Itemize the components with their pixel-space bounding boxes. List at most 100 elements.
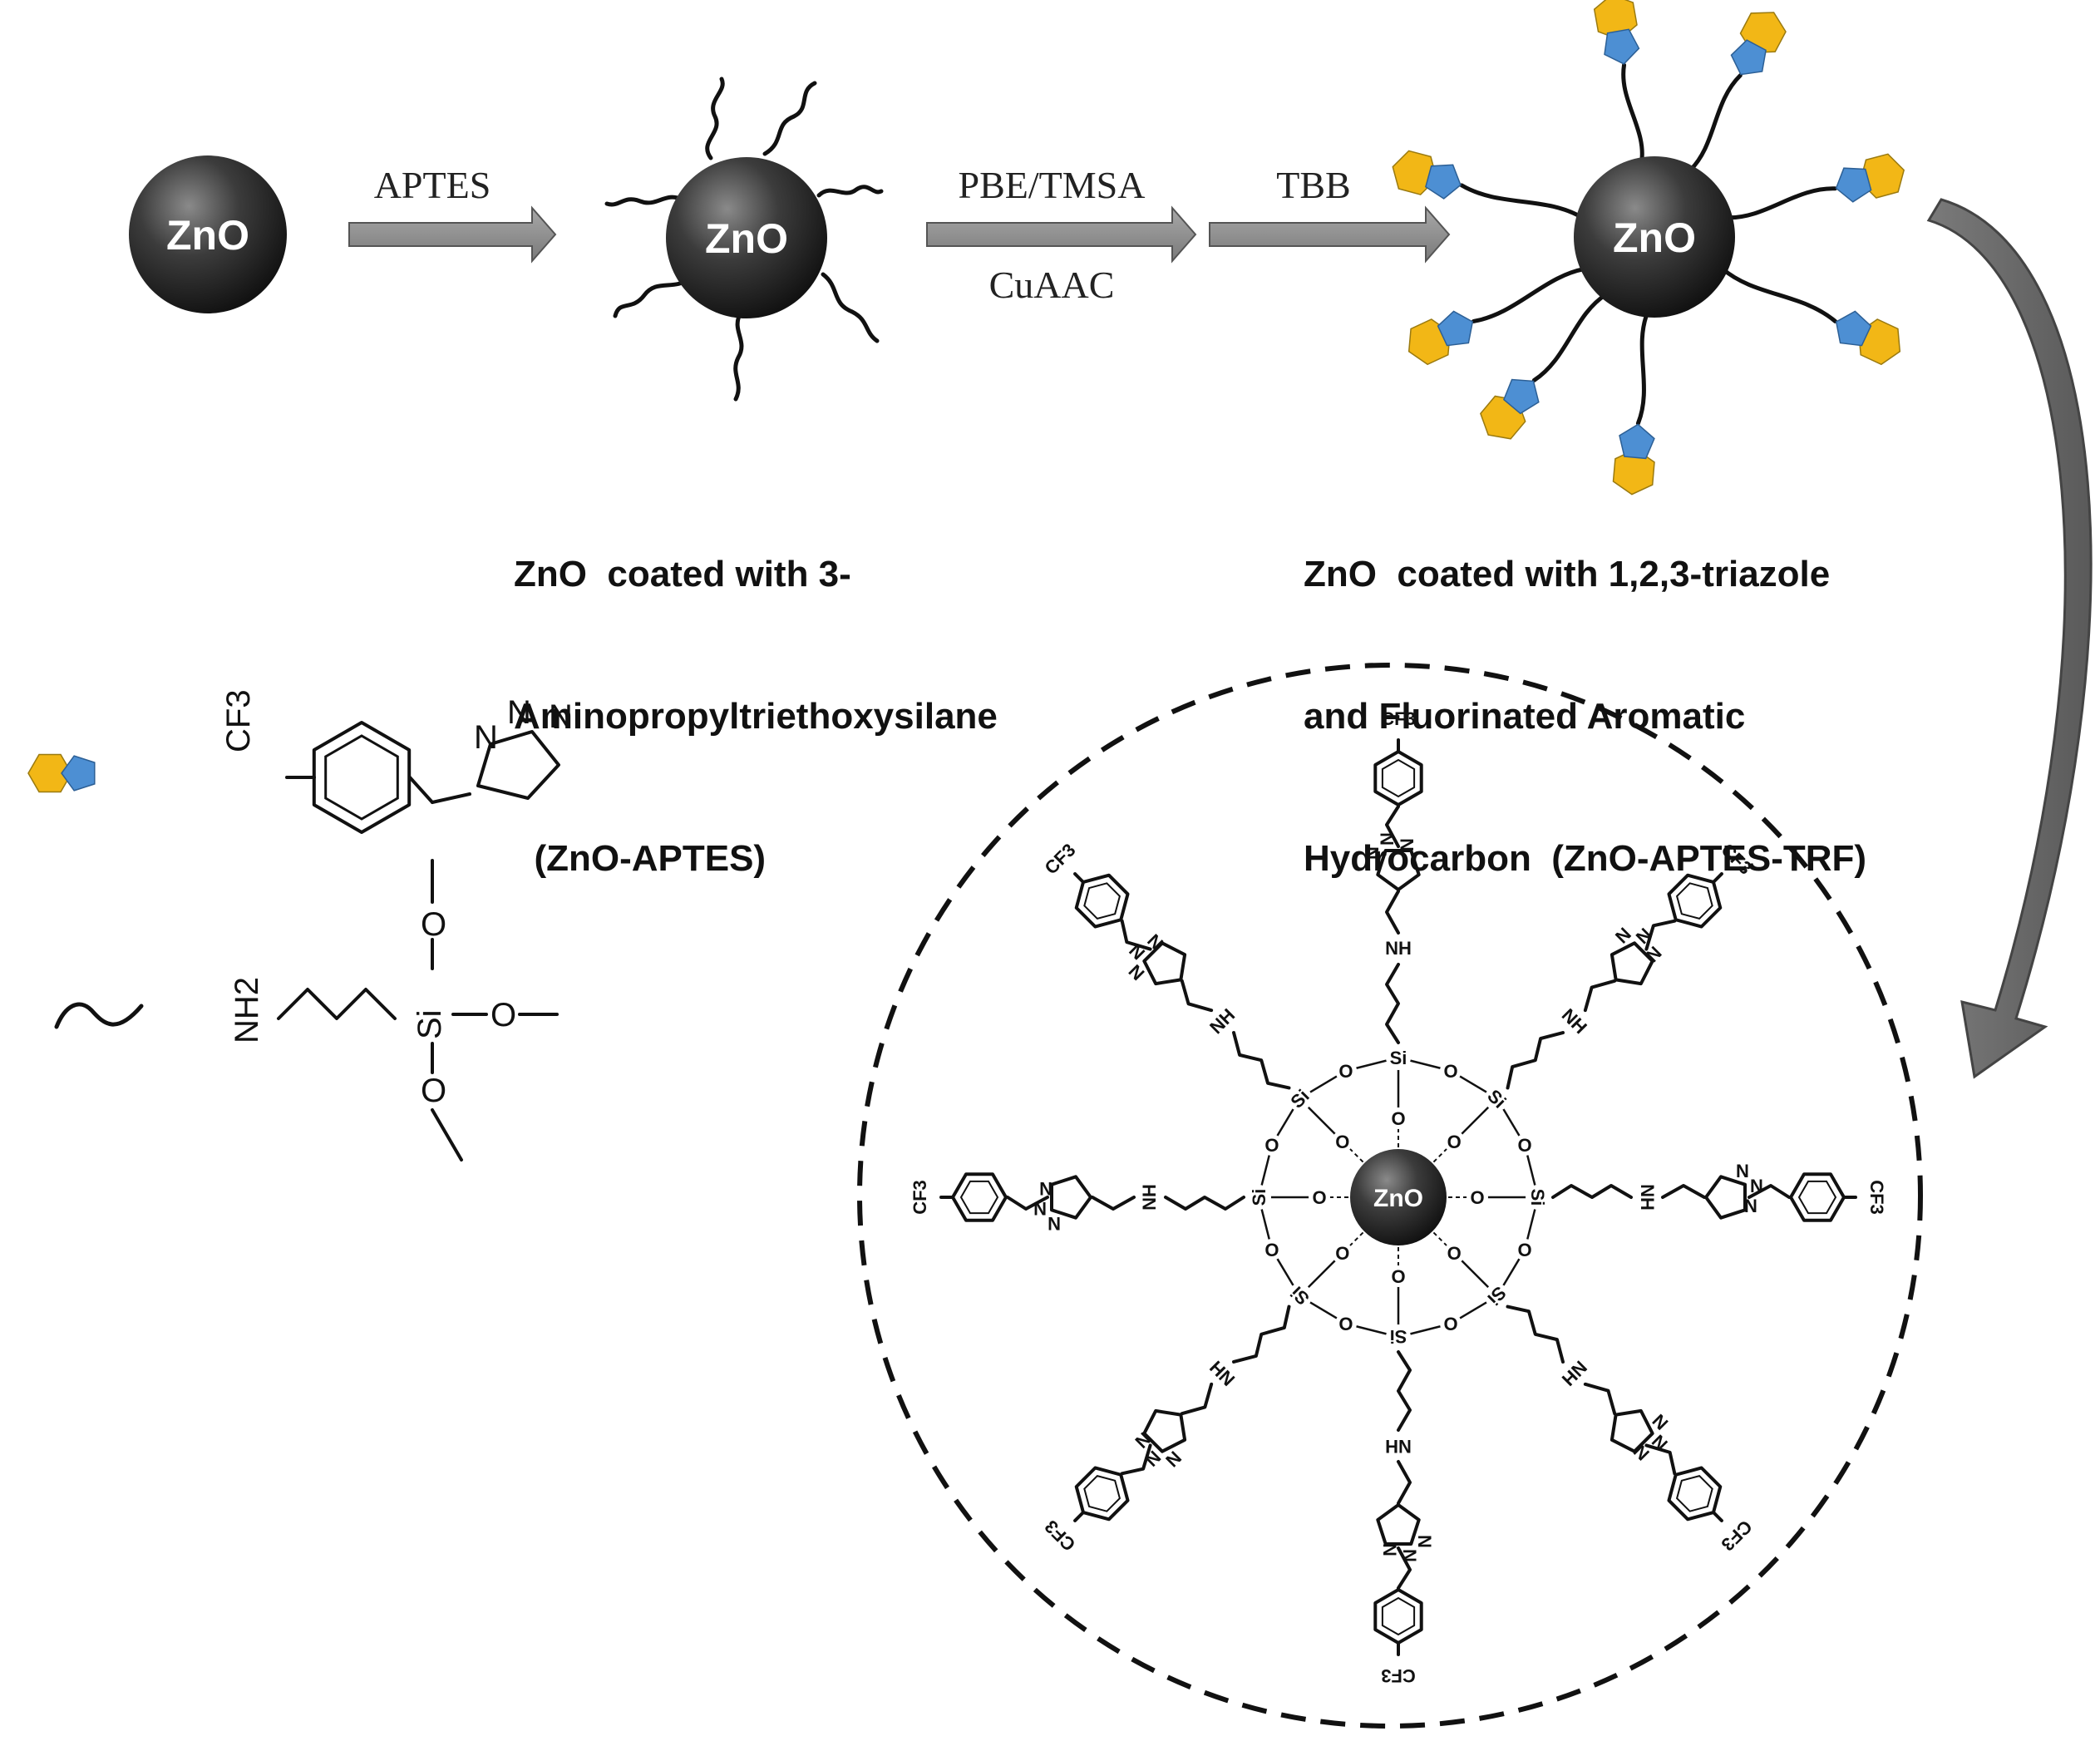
cf3-label: CF3: [1381, 708, 1416, 729]
zno-aptes-trf-particle: ZnO: [1392, 0, 1905, 496]
nitrogen-label: N: [1744, 1196, 1757, 1216]
benzene-ring: [1667, 873, 1723, 929]
propyl-chain: [1232, 1031, 1291, 1090]
nitrogen-label: N: [1362, 846, 1383, 860]
arrow-tbb: TBB: [1209, 164, 1451, 264]
arrow-pbe-tmsa: PBE/TMSA CuAAC: [926, 164, 1197, 306]
cf3-label: CF3: [1041, 1516, 1080, 1555]
linker-chain: [1720, 266, 1838, 323]
pentagon-icon: [1835, 310, 1872, 347]
inner-oxygen-label: O: [1335, 1132, 1349, 1152]
ring-oxygen-label: O: [1338, 1314, 1353, 1334]
caption-aptes-line-3: (ZnO-APTES): [514, 838, 767, 879]
bare-zno-label: ZnO: [166, 212, 249, 259]
hexagon-icon: [27, 753, 72, 793]
triazole-ring: [1376, 849, 1421, 891]
linker-chain: [1687, 73, 1743, 174]
cf3-label: CF3: [1041, 840, 1080, 879]
benzene-inner: [1797, 1180, 1837, 1215]
oxygen-label: O: [421, 906, 446, 943]
nitrogen-label: N: [474, 719, 498, 756]
propyl-chain: [1506, 1031, 1565, 1090]
amine-label: NH: [1385, 938, 1412, 959]
benzene-ring: [1373, 1588, 1423, 1645]
ring-oxygen-label: O: [1338, 1061, 1353, 1082]
silicon-label: Si: [412, 1009, 448, 1039]
triazole-ring: [1142, 941, 1187, 986]
cf3-label: CF3: [910, 1180, 930, 1215]
zno-aptes-particle: ZnO: [604, 76, 884, 402]
benzene-inner: [324, 734, 399, 821]
propyl-chain: [1385, 963, 1400, 1044]
caption-trf-line-3: Hydrocarbon (ZnO-APTES-TRF): [1304, 838, 1867, 879]
nitrogen-label: N: [1736, 1161, 1749, 1181]
propyl-chain: [1232, 1305, 1291, 1364]
benzene-ring: [1789, 1172, 1846, 1222]
step-label-aptes: APTES: [374, 164, 491, 206]
benzene-ring: [1667, 1466, 1723, 1522]
cf3-label: CF3: [1866, 1180, 1887, 1215]
triazole-ring: [1704, 1175, 1747, 1220]
core-zno-label: ZnO: [1373, 1185, 1423, 1212]
inner-oxygen-label: O: [1447, 1132, 1462, 1152]
pentagon-icon: [1835, 167, 1872, 203]
step-label-pbe-tmsa: PBE/TMSA: [959, 164, 1146, 206]
pentagon-icon: [1619, 423, 1655, 460]
benzene-inner: [1083, 1474, 1121, 1512]
linker-chain: [1724, 186, 1837, 220]
ring-oxygen-label: O: [1518, 1240, 1532, 1260]
pentagon-icon: [1437, 310, 1474, 347]
trf-zno-label: ZnO: [1613, 215, 1696, 261]
cf3-label: CF3: [1717, 1516, 1756, 1555]
nitrogen-label: N: [507, 694, 531, 731]
amine-label: NH: [1139, 1184, 1160, 1211]
caption-aptes-line-2: Aminopropyltriethoxysilane: [514, 696, 998, 737]
aptes-zno-label: ZnO: [705, 215, 788, 262]
silicon-label: Si: [1249, 1189, 1269, 1206]
triazole-ring: [1610, 941, 1654, 986]
step-label-cuaac: CuAAC: [989, 264, 1115, 306]
triazole-ring: [1376, 1503, 1421, 1546]
linker-chain: [1459, 183, 1585, 220]
bare-zno-particle: ZnO: [129, 155, 287, 313]
propyl-chain: [1506, 1305, 1565, 1364]
benzene-inner: [959, 1180, 999, 1215]
legend-wavy-chain: [54, 1002, 144, 1029]
pentagon-icon: [1503, 378, 1540, 415]
legend-triazole-icon: [27, 753, 144, 1029]
inner-oxygen-label: O: [1391, 1266, 1405, 1287]
triazole-ring: [1050, 1175, 1092, 1220]
inner-oxygen-label: O: [1447, 1243, 1462, 1264]
ring-oxygen-label: O: [1443, 1314, 1457, 1334]
inner-oxygen-label: O: [1391, 1108, 1405, 1129]
step-label-tbb: TBB: [1276, 164, 1350, 206]
linker-chain: [1635, 309, 1650, 426]
caption-aptes-line-1: ZnO coated with 3-: [514, 554, 851, 594]
silicon-label: Si: [1390, 1326, 1407, 1347]
silicon-label: Si: [1390, 1048, 1407, 1068]
propyl-chain: [1164, 1196, 1245, 1211]
caption-trf-line-2: and Fluorinated Aromatic: [1304, 696, 1746, 737]
caption-trf-line-1: ZnO coated with 1,2,3-triazole: [1304, 554, 1831, 594]
benzene-inner: [1381, 758, 1416, 798]
oxygen-label: O: [421, 1073, 446, 1109]
pentagon-icon: [1730, 39, 1767, 76]
amine-label: NH: [1637, 1184, 1658, 1211]
inner-oxygen-label: O: [1335, 1243, 1349, 1264]
benzene-inner: [1381, 1596, 1416, 1636]
caption-zno-aptes: ZnO coated with 3- Aminopropyltriethoxys…: [514, 456, 998, 930]
benzene-ring: [1373, 750, 1423, 806]
inner-oxygen-label: O: [1470, 1187, 1484, 1208]
ring-oxygen-label: O: [1443, 1061, 1457, 1082]
benzene-inner: [1675, 1474, 1713, 1512]
